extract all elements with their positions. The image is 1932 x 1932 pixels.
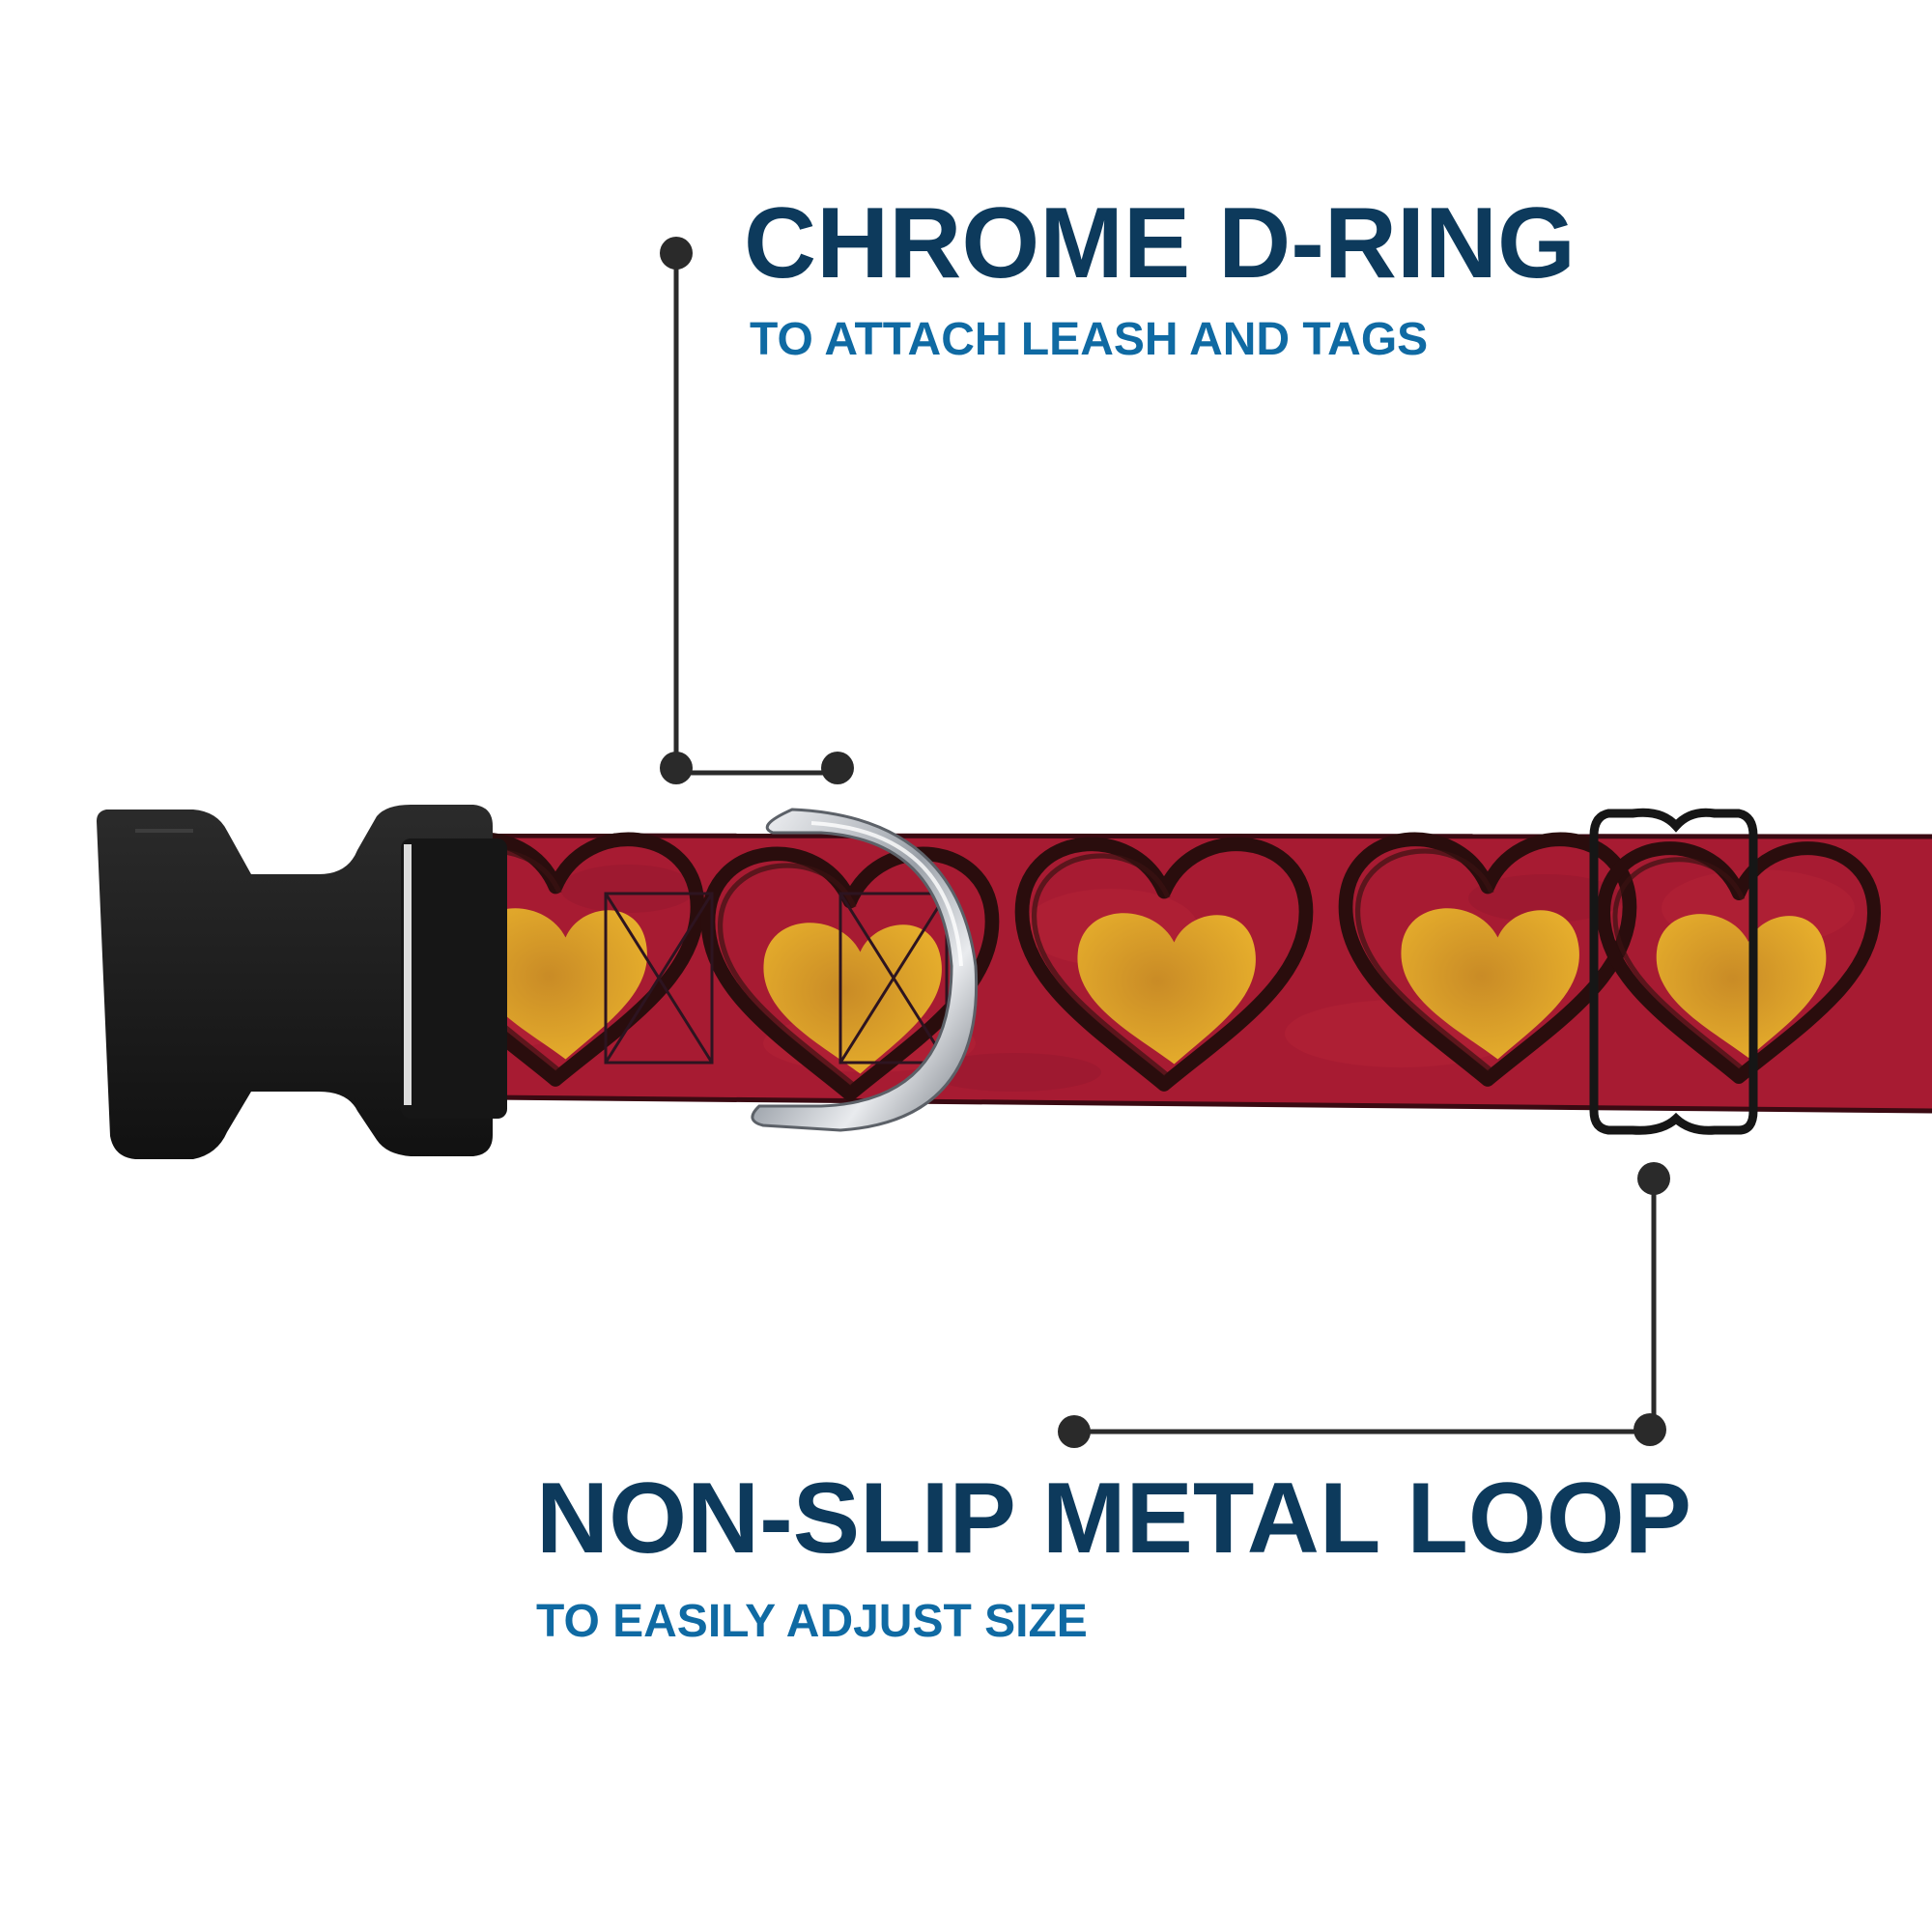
chrome-d-ring-icon bbox=[751, 808, 979, 1132]
loop-leader-line bbox=[1058, 1162, 1670, 1448]
stitching bbox=[604, 892, 949, 1065]
d-ring-leader-line bbox=[660, 237, 854, 784]
d-ring-subtitle: TO ATTACH LEASH AND TAGS bbox=[750, 314, 1429, 365]
slide-loop-icon bbox=[1589, 808, 1758, 1135]
side-release-buckle-icon bbox=[97, 805, 507, 1159]
loop-subtitle: TO EASILY ADJUST SIZE bbox=[536, 1596, 1088, 1647]
d-ring-title: CHROME D-RING bbox=[744, 187, 1576, 299]
loop-title: NON-SLIP METAL LOOP bbox=[536, 1463, 1692, 1575]
